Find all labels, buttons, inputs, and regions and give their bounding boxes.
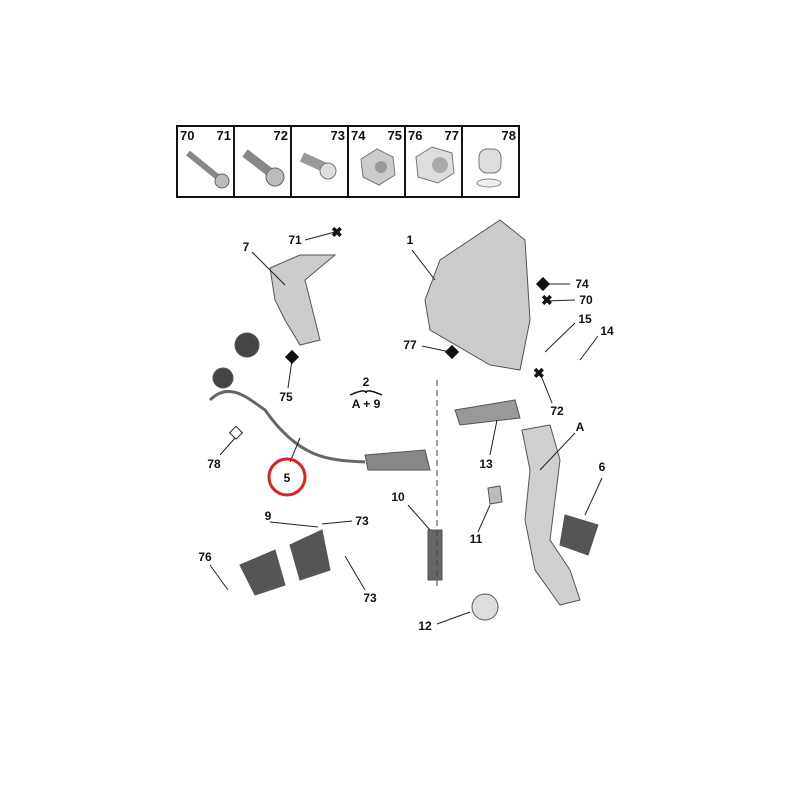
highlight-circle xyxy=(267,457,307,497)
plug-12 xyxy=(471,593,499,621)
legend-num: 75 xyxy=(387,128,402,143)
switch-13 xyxy=(454,399,521,426)
callout-1: 1 xyxy=(406,233,414,247)
callout-77: 77 xyxy=(403,338,417,352)
legend-cell-76-77: 76 77 xyxy=(406,127,463,196)
spring-10 xyxy=(427,529,443,581)
legend-num: 76 xyxy=(408,128,423,143)
clutch-pedal-arm xyxy=(521,424,581,606)
legend-cell-74-75: 74 75 xyxy=(349,127,406,196)
callout-6: 6 xyxy=(598,460,606,474)
legend-cell-70-71: 70 71 xyxy=(178,127,235,196)
legend-cell-78: 78 xyxy=(463,127,518,196)
callout-2: 2 xyxy=(362,375,370,389)
callout-76: 76 xyxy=(198,550,212,564)
legend-num: 72 xyxy=(273,128,288,143)
clutch-cable xyxy=(208,389,366,464)
callout-7: 7 xyxy=(242,240,250,254)
callout-a: A xyxy=(575,420,585,434)
fastener-legend: 70 71 72 73 74 75 76 77 78 xyxy=(176,125,520,198)
legend-num: 71 xyxy=(216,128,231,143)
callout-a-plus-9: A + 9 xyxy=(351,397,381,411)
flange-nut-icon xyxy=(360,148,396,186)
callout-10: 10 xyxy=(391,490,405,504)
legend-num: 78 xyxy=(501,128,516,143)
callout-5: 5 xyxy=(283,471,291,485)
callout-71: 71 xyxy=(288,233,302,247)
callout-73-lower: 73 xyxy=(363,591,377,605)
callout-73: 73 xyxy=(355,514,369,528)
legend-num: 73 xyxy=(330,128,345,143)
cable-bush xyxy=(234,332,260,358)
flange-bolt-icon xyxy=(242,149,285,187)
legend-num: 74 xyxy=(351,128,366,143)
callout-15: 15 xyxy=(578,312,592,326)
bolt-icon xyxy=(186,150,230,189)
legend-cell-73: 73 xyxy=(292,127,349,196)
svg-text:✖: ✖ xyxy=(533,365,545,381)
hex-nut-icon xyxy=(415,146,455,184)
legend-num: 77 xyxy=(444,128,459,143)
callout-13: 13 xyxy=(479,457,493,471)
svg-text:✖: ✖ xyxy=(331,224,343,240)
callout-72: 72 xyxy=(550,404,564,418)
callout-78: 78 xyxy=(207,457,221,471)
cable-sleeve xyxy=(364,449,431,471)
clip-icon xyxy=(476,148,502,188)
callout-12: 12 xyxy=(418,619,432,633)
legend-num: 70 xyxy=(180,128,195,143)
callout-74: 74 xyxy=(575,277,589,291)
pedal-pads-9 xyxy=(239,529,331,596)
callout-14: 14 xyxy=(600,324,614,338)
callout-9: 9 xyxy=(264,509,272,523)
pin-11 xyxy=(487,485,503,505)
pedal-pad-6 xyxy=(559,514,599,556)
marker-symbols: ✖ ✖ ✖ xyxy=(284,224,553,381)
legend-cell-72: 72 xyxy=(235,127,292,196)
svg-text:✖: ✖ xyxy=(541,292,553,308)
lever-bracket xyxy=(269,254,337,346)
callout-75: 75 xyxy=(279,390,293,404)
callout-11: 11 xyxy=(469,532,483,546)
pedal-box-bracket xyxy=(424,219,531,371)
button-head-screw-icon xyxy=(299,152,337,180)
callout-70: 70 xyxy=(579,293,593,307)
